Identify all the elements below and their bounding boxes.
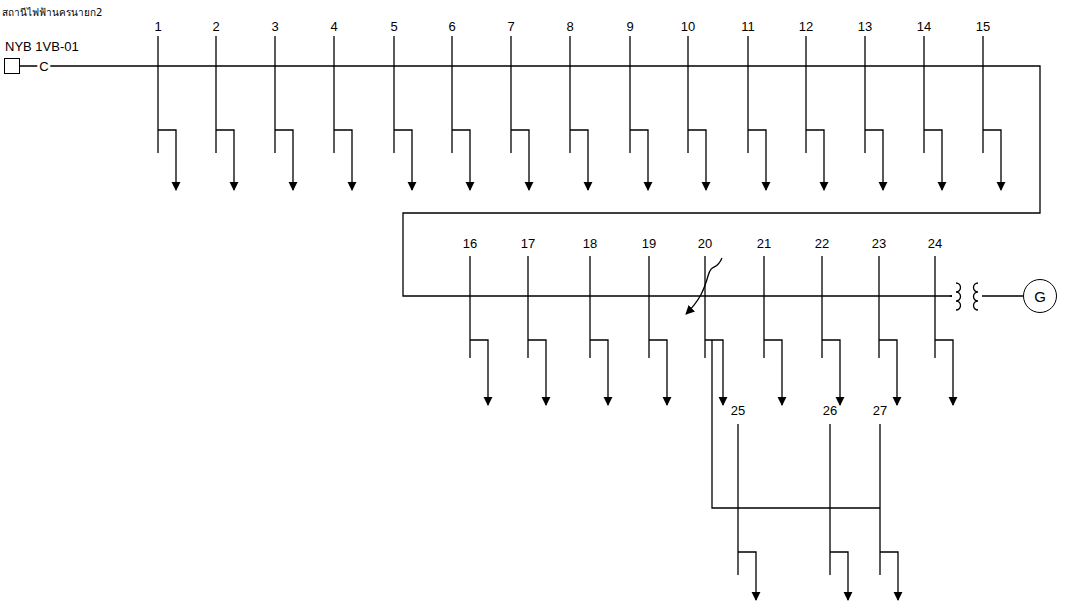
fault-arrow: [686, 258, 722, 314]
load-arrow: [452, 130, 470, 190]
tap-line: [747, 36, 748, 153]
bus-number: 9: [626, 20, 633, 33]
bus-number: 8: [566, 20, 573, 33]
tap-line: [510, 36, 511, 153]
generator-circle: G: [1023, 279, 1057, 313]
load-arrow: [470, 340, 488, 405]
bus-number: 4: [330, 20, 337, 33]
bus-number: 20: [698, 237, 712, 250]
tap-line: [878, 256, 879, 358]
load-arrow: [935, 340, 953, 405]
load-arrow: [822, 340, 840, 405]
tap-line: [821, 256, 822, 358]
load-arrow: [705, 340, 723, 405]
load-arrow: [806, 130, 824, 190]
bus-number: 27: [873, 404, 887, 417]
load-arrow: [924, 130, 942, 190]
load-arrow: [630, 130, 648, 190]
station-name: สถานีไฟฟ้านครนายก2: [2, 8, 102, 18]
tap-line: [569, 36, 570, 153]
tap-line: [527, 256, 528, 358]
load-arrow: [764, 340, 782, 405]
bus-number: 13: [858, 20, 872, 33]
load-arrow: [275, 130, 293, 190]
bus-number: 14: [917, 20, 931, 33]
load-arrow: [511, 130, 529, 190]
tap-line: [934, 256, 935, 358]
feeder-name: NYB 1VB-01: [5, 40, 79, 53]
substation-breaker: NYB 1VB-01: [4, 58, 20, 74]
tap-line: [704, 256, 705, 358]
tap-line: [333, 36, 334, 153]
bus-number: 3: [271, 20, 278, 33]
lateral-line: [712, 340, 880, 508]
bus-number: 22: [815, 237, 829, 250]
load-arrow: [865, 130, 883, 190]
bus-number: 12: [799, 20, 813, 33]
load-arrow: [570, 130, 588, 190]
tap-line: [982, 36, 983, 153]
tap-line: [451, 36, 452, 153]
bus-number: 17: [521, 237, 535, 250]
load-arrow: [688, 130, 706, 190]
generator-label: G: [1034, 289, 1046, 304]
bus-number: 21: [757, 237, 771, 250]
bus-number: 26: [823, 404, 837, 417]
breaker-label: C: [37, 60, 50, 73]
bus-number: 25: [731, 404, 745, 417]
tap-line: [687, 36, 688, 153]
load-arrow: [649, 340, 667, 405]
load-arrow: [983, 130, 1001, 190]
bus-number: 6: [448, 20, 455, 33]
bus-number: 1: [154, 20, 161, 33]
bus-number: 7: [507, 20, 514, 33]
tap-line: [274, 36, 275, 153]
tap-line: [157, 36, 158, 153]
tap-line: [469, 256, 470, 358]
bus-number: 23: [872, 237, 886, 250]
load-arrow: [748, 130, 766, 190]
load-arrow: [216, 130, 234, 190]
feeder-line: [20, 66, 1040, 296]
bus-number: 11: [741, 20, 755, 33]
tap-line: [805, 36, 806, 153]
tap-line: [648, 256, 649, 358]
load-arrow: [590, 340, 608, 405]
bus-number: 2: [212, 20, 219, 33]
load-arrow: [334, 130, 352, 190]
bus-number: 5: [390, 20, 397, 33]
load-arrow: [879, 340, 897, 405]
tap-line: [629, 36, 630, 153]
tap-line: [864, 36, 865, 153]
load-arrow: [830, 552, 848, 600]
load-arrow: [528, 340, 546, 405]
bus-number: 16: [463, 237, 477, 250]
tap-line: [923, 36, 924, 153]
bus-number: 24: [928, 237, 942, 250]
bus-number: 15: [976, 20, 990, 33]
tap-line: [215, 36, 216, 153]
load-arrow: [394, 130, 412, 190]
load-arrow: [158, 130, 176, 190]
tap-line: [589, 256, 590, 358]
transformer-symbol: [950, 280, 982, 312]
bus-number: 10: [681, 20, 695, 33]
bus-number: 19: [642, 237, 656, 250]
load-arrow: [880, 552, 898, 600]
tap-line: [763, 256, 764, 358]
load-arrow: [738, 552, 756, 600]
bus-number: 18: [583, 237, 597, 250]
tap-line: [393, 36, 394, 153]
